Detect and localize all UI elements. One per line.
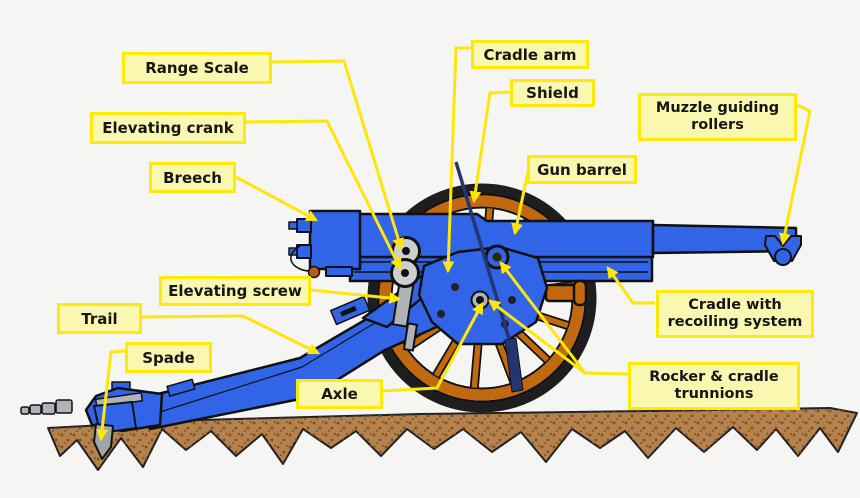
firing-lanyard — [290, 245, 311, 272]
label-shield: Shield — [510, 79, 595, 107]
leader-elevating-screw — [310, 288, 402, 304]
leader-trail — [141, 314, 321, 355]
muzzle-roller — [774, 248, 792, 266]
gun-body — [288, 209, 802, 283]
label-axle: Axle — [296, 379, 383, 409]
label-gun-barrel: Gun barrel — [527, 155, 637, 184]
leader-shield — [469, 90, 510, 204]
leader-spade — [96, 349, 126, 442]
leader-range-scale — [271, 59, 404, 251]
axle-end — [544, 279, 588, 307]
leader-cradle-recoil — [606, 266, 655, 305]
leader-elevating-crank — [245, 119, 402, 271]
lanyard-ball — [307, 265, 321, 279]
breech-block — [308, 209, 362, 271]
leader-axle — [381, 301, 484, 393]
label-breech: Breech — [149, 162, 236, 193]
leader-lines — [96, 46, 812, 442]
ground — [47, 407, 858, 471]
leader-cradle-arm — [442, 46, 471, 274]
label-spade: Spade — [125, 342, 212, 373]
leader-rocker-trunnion-2 — [488, 299, 586, 375]
towing-lunette — [20, 399, 73, 415]
label-range-scale: Range Scale — [122, 52, 272, 84]
label-elevating-screw: Elevating screw — [159, 276, 311, 306]
leader-breech — [235, 175, 319, 222]
label-cradle-with-recoiling-system: Cradle with recoiling system — [656, 290, 814, 338]
label-trail: Trail — [57, 303, 142, 334]
leader-gun-barrel — [511, 171, 530, 236]
wheel-tire — [367, 183, 597, 413]
shield-pole — [454, 161, 524, 393]
label-elevating-crank: Elevating crank — [90, 112, 246, 144]
label-muzzle-guiding-rollers: Muzzle guiding rollers — [638, 93, 797, 141]
label-cradle-arm: Cradle arm — [471, 40, 589, 69]
label-rocker-cradle-trunnions: Rocker & cradle trunnions — [628, 362, 800, 410]
leader-muzzle-rollers — [779, 103, 812, 246]
